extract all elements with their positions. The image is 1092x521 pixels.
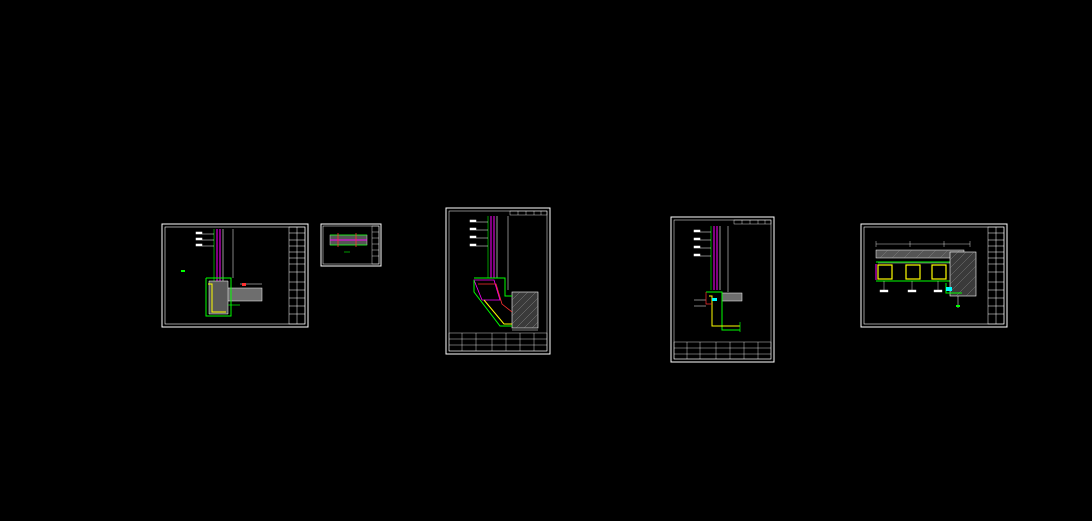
title-block [288,226,306,325]
plan-section [875,249,977,308]
sheet-inner-border [164,226,306,325]
drawing-sheet-5[interactable] [860,223,1008,328]
sheet-inner-border [673,219,772,360]
glazing-mullion [710,226,729,292]
drawing-sheet-4[interactable] [670,216,775,363]
title-block [371,225,380,265]
slab-section [205,277,263,317]
annotation-leaders [195,231,214,247]
annotation-leaders [693,229,711,307]
sheet-border [445,207,551,355]
title-block [987,226,1005,325]
slab-section [473,277,539,331]
sheet-border [860,223,1008,328]
annotation-leaders [469,219,488,247]
drawing-sheet-3[interactable] [445,207,551,355]
annotation-leaders [879,281,943,293]
glazing-mullion [213,229,234,282]
title-block [448,332,548,352]
detail-strip [329,233,368,253]
revision-strip [733,219,772,225]
title-block [673,341,772,360]
glazing-mullion [487,216,509,290]
drawing-sheet-2[interactable] [320,223,382,267]
sheet-border [670,216,775,363]
slab-section [705,291,743,332]
revision-strip [509,210,548,216]
sheet-border [320,223,382,267]
drawing-sheet-1[interactable] [161,223,309,328]
sheet-border [161,223,309,328]
dimension-line [875,241,971,247]
section-tag [181,270,185,272]
sheet-inner-border [863,226,1005,325]
